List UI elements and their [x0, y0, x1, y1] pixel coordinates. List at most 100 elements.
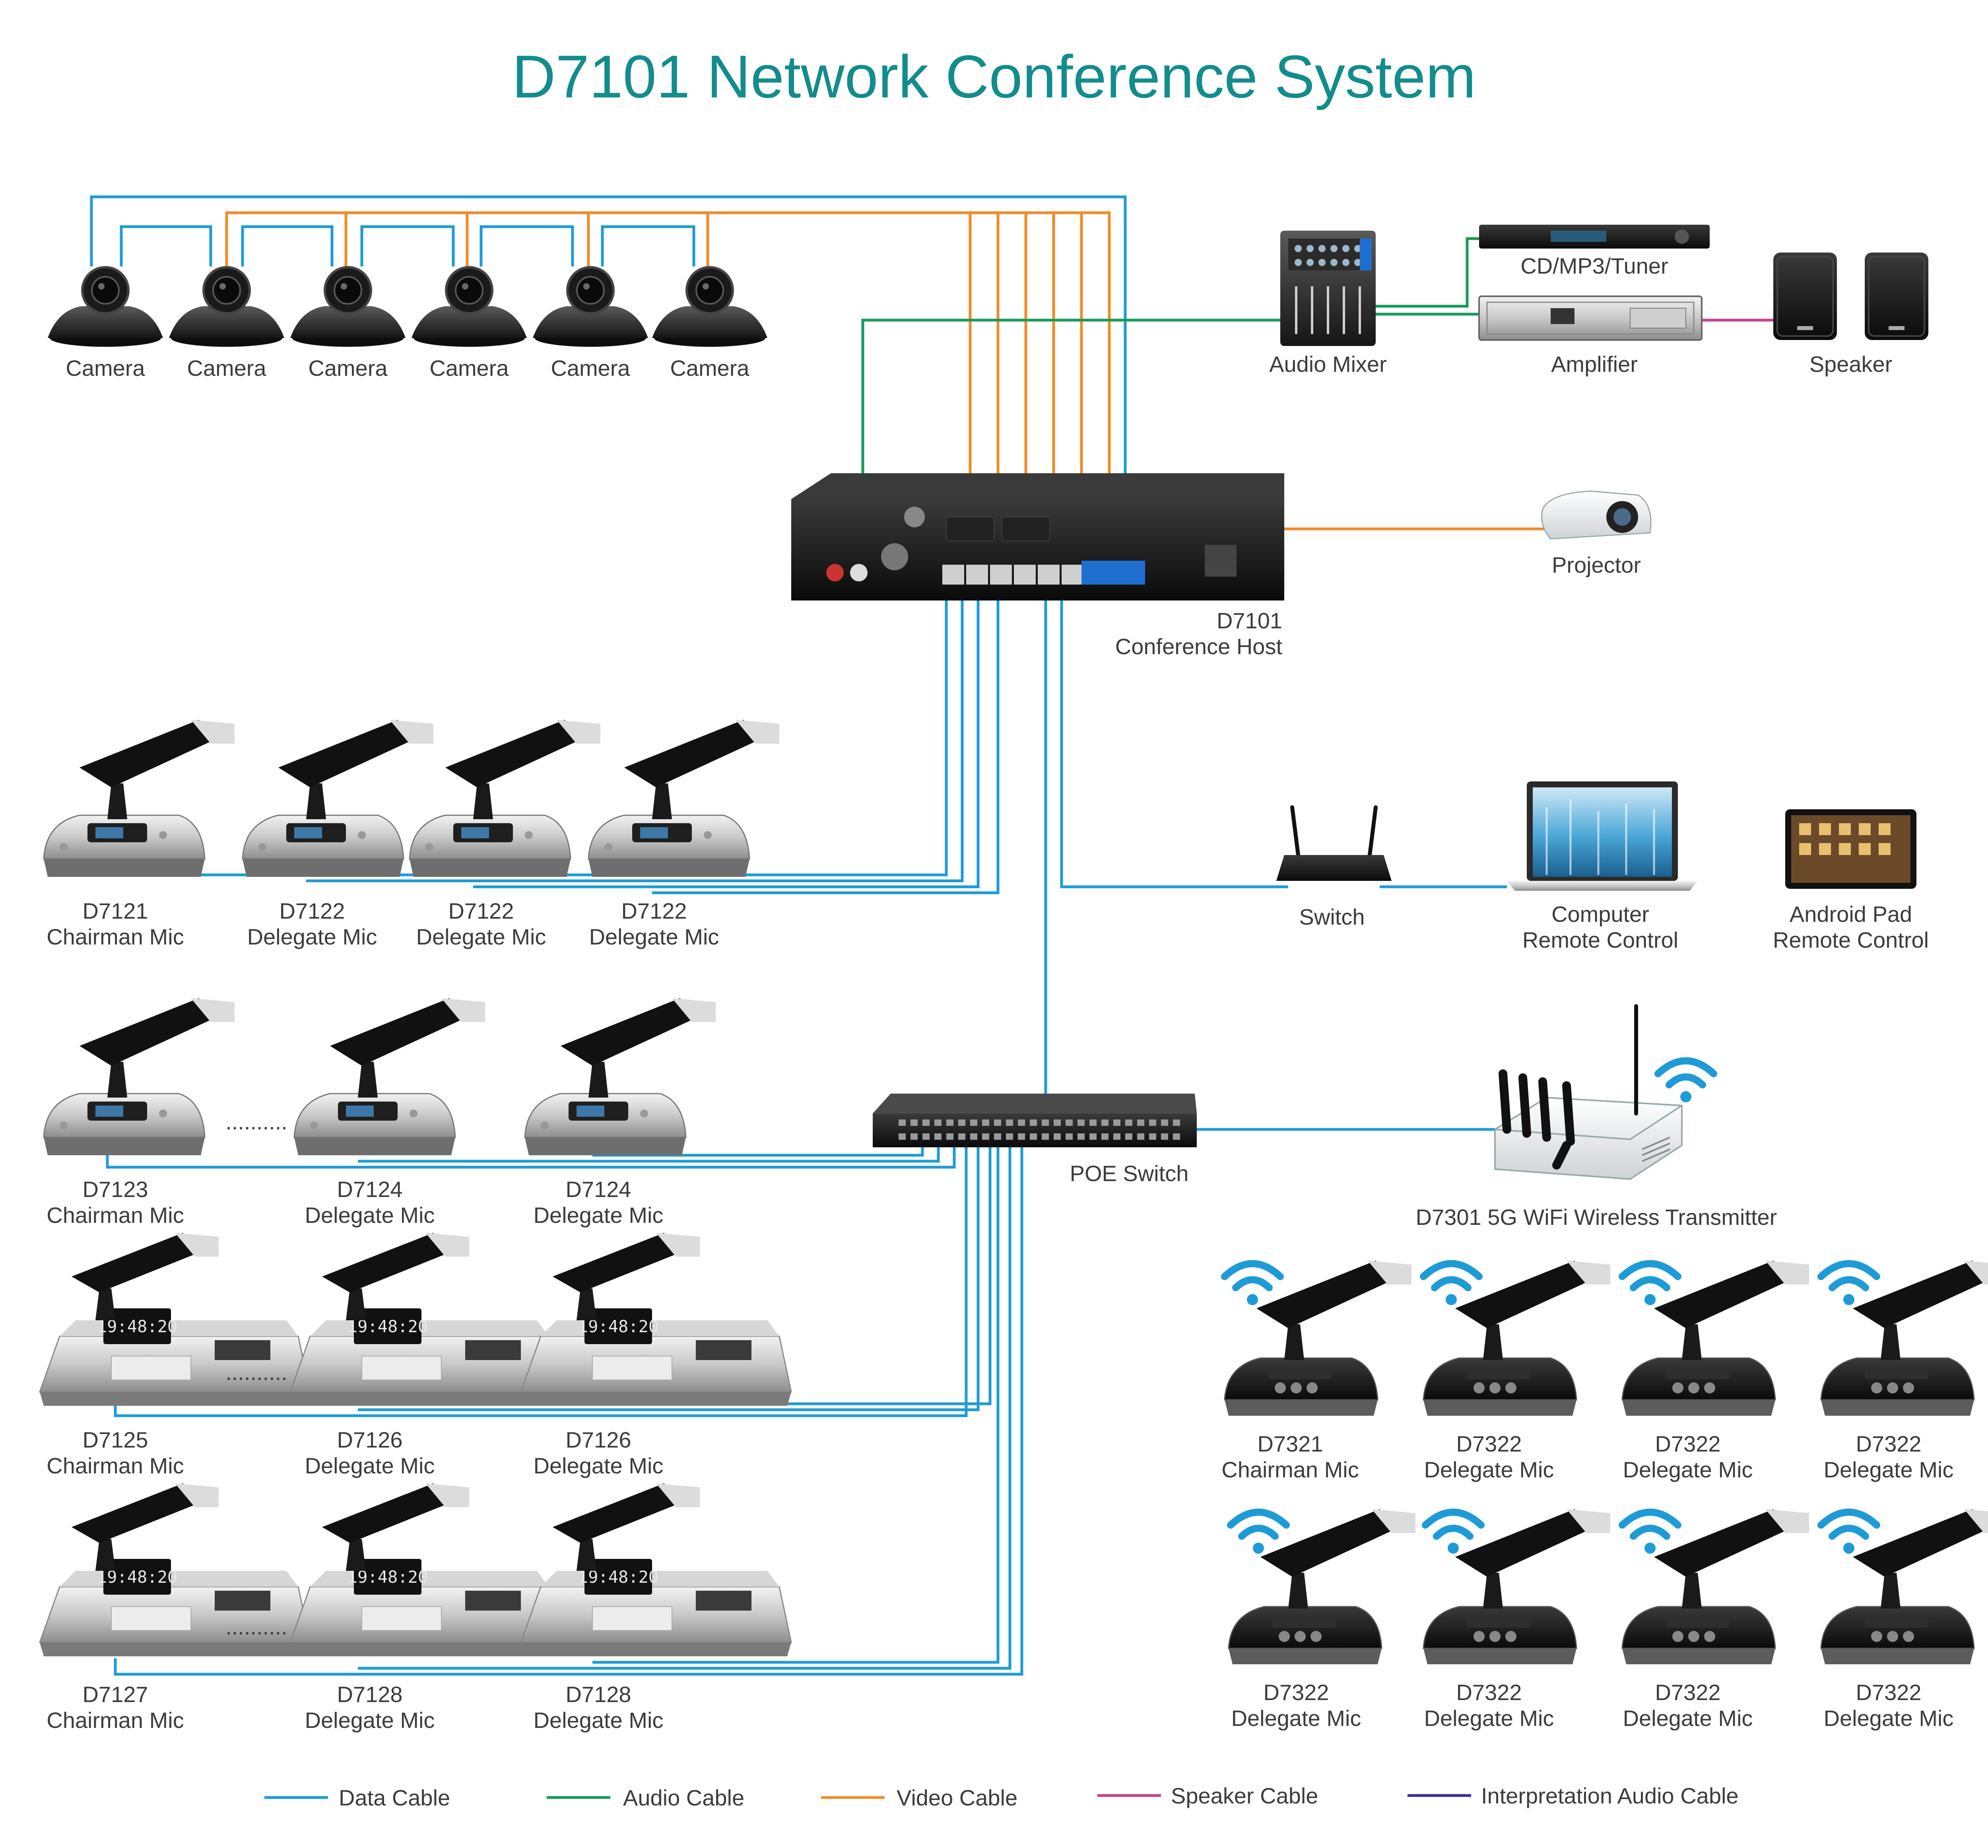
wireless-r2-model-4: D7322 — [1856, 1680, 1921, 1705]
camera-3 — [290, 267, 406, 347]
camera-2 — [169, 267, 284, 347]
speaker-right — [1864, 252, 1929, 341]
row1-mics: D7121 Chairman Mic D7122 Delegate Mic D7… — [43, 719, 780, 949]
wireless-mic-7 — [1621, 1508, 1810, 1665]
wireless-wifi-icon-2 — [1423, 1264, 1479, 1306]
row1-mic-1 — [43, 719, 235, 878]
camera-4 — [412, 267, 527, 347]
wireless-wifi-icon-7 — [1622, 1512, 1678, 1554]
computer-line2: Remote Control — [1522, 927, 1678, 952]
wireless-mic-8 — [1820, 1508, 1988, 1665]
row2-data-cables — [106, 1145, 956, 1169]
row4-data-cables — [114, 1145, 1023, 1676]
switch-label: Switch — [1299, 904, 1365, 929]
wireless-r1-model-2: D7322 — [1456, 1431, 1522, 1456]
row2-role-2: Delegate Mic — [305, 1203, 435, 1228]
row2-mic-1 — [43, 997, 235, 1156]
row1-role-2: Delegate Mic — [247, 924, 377, 949]
legend-label-video: Video Cable — [897, 1785, 1017, 1810]
row3-model-2: D7126 — [337, 1427, 402, 1452]
wireless-r2-role-3: Delegate Mic — [1623, 1706, 1753, 1731]
wireless-wifi-icon-5 — [1231, 1512, 1286, 1554]
switch-router — [1276, 805, 1392, 881]
transmitter-wifi-icon — [1658, 1061, 1714, 1103]
poe-switch-label: POE Switch — [1070, 1161, 1189, 1186]
row4-ellipsis: .......... — [225, 1614, 287, 1639]
camera-label-4: Camera — [429, 356, 509, 381]
host-switch-cable — [1044, 600, 1507, 1106]
wifi-transmitter-label: D7301 5G WiFi Wireless Transmitter — [1416, 1205, 1777, 1230]
row4-role-3: Delegate Mic — [534, 1708, 664, 1733]
legend-label-speaker: Speaker Cable — [1171, 1783, 1318, 1808]
row1-model-3: D7122 — [448, 898, 514, 923]
audio-mixer — [1280, 231, 1376, 346]
amplifier — [1478, 295, 1703, 341]
row2-mic-2 — [293, 997, 486, 1156]
row4-model-1: D7127 — [82, 1682, 148, 1707]
row4-mics: .......... D7127 Chairman Mic D7128 Dele… — [39, 1483, 792, 1733]
row1-mic-4 — [588, 719, 780, 878]
camera-6 — [652, 267, 767, 347]
camera-label-1: Camera — [66, 356, 145, 381]
row1-role-1: Chairman Mic — [47, 924, 184, 949]
row2-role-1: Chairman Mic — [47, 1203, 184, 1228]
row3-role-2: Delegate Mic — [305, 1453, 435, 1478]
camera-label-3: Camera — [308, 356, 388, 381]
row3-model-1: D7125 — [82, 1427, 148, 1452]
row3-mic-2 — [289, 1232, 561, 1407]
wireless-mic-2 — [1423, 1260, 1611, 1417]
camera-label-5: Camera — [551, 356, 630, 381]
wireless-r2-role-1: Delegate Mic — [1231, 1706, 1361, 1731]
wireless-r1-role-4: Delegate Mic — [1824, 1457, 1954, 1482]
wireless-r1-model-3: D7322 — [1655, 1431, 1720, 1456]
speaker-left — [1773, 252, 1838, 341]
speakers — [1773, 252, 1929, 341]
wireless-wifi-icon-1 — [1225, 1264, 1280, 1306]
row4-role-2: Delegate Mic — [305, 1708, 435, 1733]
wireless-mic-1 — [1224, 1260, 1412, 1417]
android-line2: Remote Control — [1773, 927, 1929, 952]
audio-mixer-label: Audio Mixer — [1269, 352, 1387, 377]
row4-model-3: D7128 — [565, 1682, 631, 1707]
legend-label-audio: Audio Cable — [623, 1785, 744, 1810]
wireless-mic-6 — [1423, 1508, 1611, 1665]
wireless-row1: D7321 Chairman Mic D7322 Delegate Mic D7… — [1221, 1260, 1988, 1482]
wireless-r1-model-4: D7322 — [1856, 1431, 1921, 1456]
camera-5 — [533, 267, 648, 347]
wireless-wifi-icon-8 — [1821, 1512, 1877, 1554]
computer — [1507, 781, 1698, 891]
projector — [1541, 490, 1652, 540]
row2-model-1: D7123 — [82, 1177, 148, 1202]
camera-1 — [48, 267, 163, 347]
computer-line1: Computer — [1551, 902, 1649, 927]
amplifier-label: Amplifier — [1551, 352, 1638, 377]
row3-role-1: Chairman Mic — [47, 1453, 184, 1478]
row3-role-3: Delegate Mic — [534, 1453, 664, 1478]
projector-label: Projector — [1552, 552, 1641, 577]
wireless-mic-4 — [1820, 1260, 1988, 1417]
legend-label-data: Data Cable — [339, 1785, 450, 1810]
row3-mics: .......... D7125 Chairman Mic D7126 Dele… — [39, 1232, 792, 1478]
camera-data-cable — [90, 195, 1127, 525]
camera-row: Camera Camera Camera Camera Camera Camer… — [48, 267, 767, 381]
legend: Data Cable Audio Cable Video Cable Speak… — [264, 1783, 1739, 1810]
conference-host — [791, 473, 1284, 600]
cd-tuner-label: CD/MP3/Tuner — [1520, 253, 1668, 278]
wireless-wifi-icon-4 — [1821, 1264, 1877, 1306]
row4-role-1: Chairman Mic — [47, 1708, 184, 1733]
poe-switch — [873, 1094, 1197, 1147]
row2-model-3: D7124 — [565, 1177, 631, 1202]
diagram-title: D7101 Network Conference System — [512, 43, 1476, 111]
android-line1: Android Pad — [1790, 902, 1912, 927]
row2-mic-3 — [524, 997, 716, 1156]
speaker-label: Speaker — [1809, 352, 1893, 377]
row3-model-3: D7126 — [565, 1427, 631, 1452]
row2-model-2: D7124 — [337, 1177, 402, 1202]
row4-mic-3 — [520, 1483, 792, 1657]
camera-label-6: Camera — [670, 356, 749, 381]
wireless-r1-role-2: Delegate Mic — [1424, 1457, 1554, 1482]
wireless-r2-model-3: D7322 — [1655, 1680, 1720, 1705]
wireless-r2-role-2: Delegate Mic — [1424, 1706, 1554, 1731]
host-name: Conference Host — [1115, 634, 1283, 659]
